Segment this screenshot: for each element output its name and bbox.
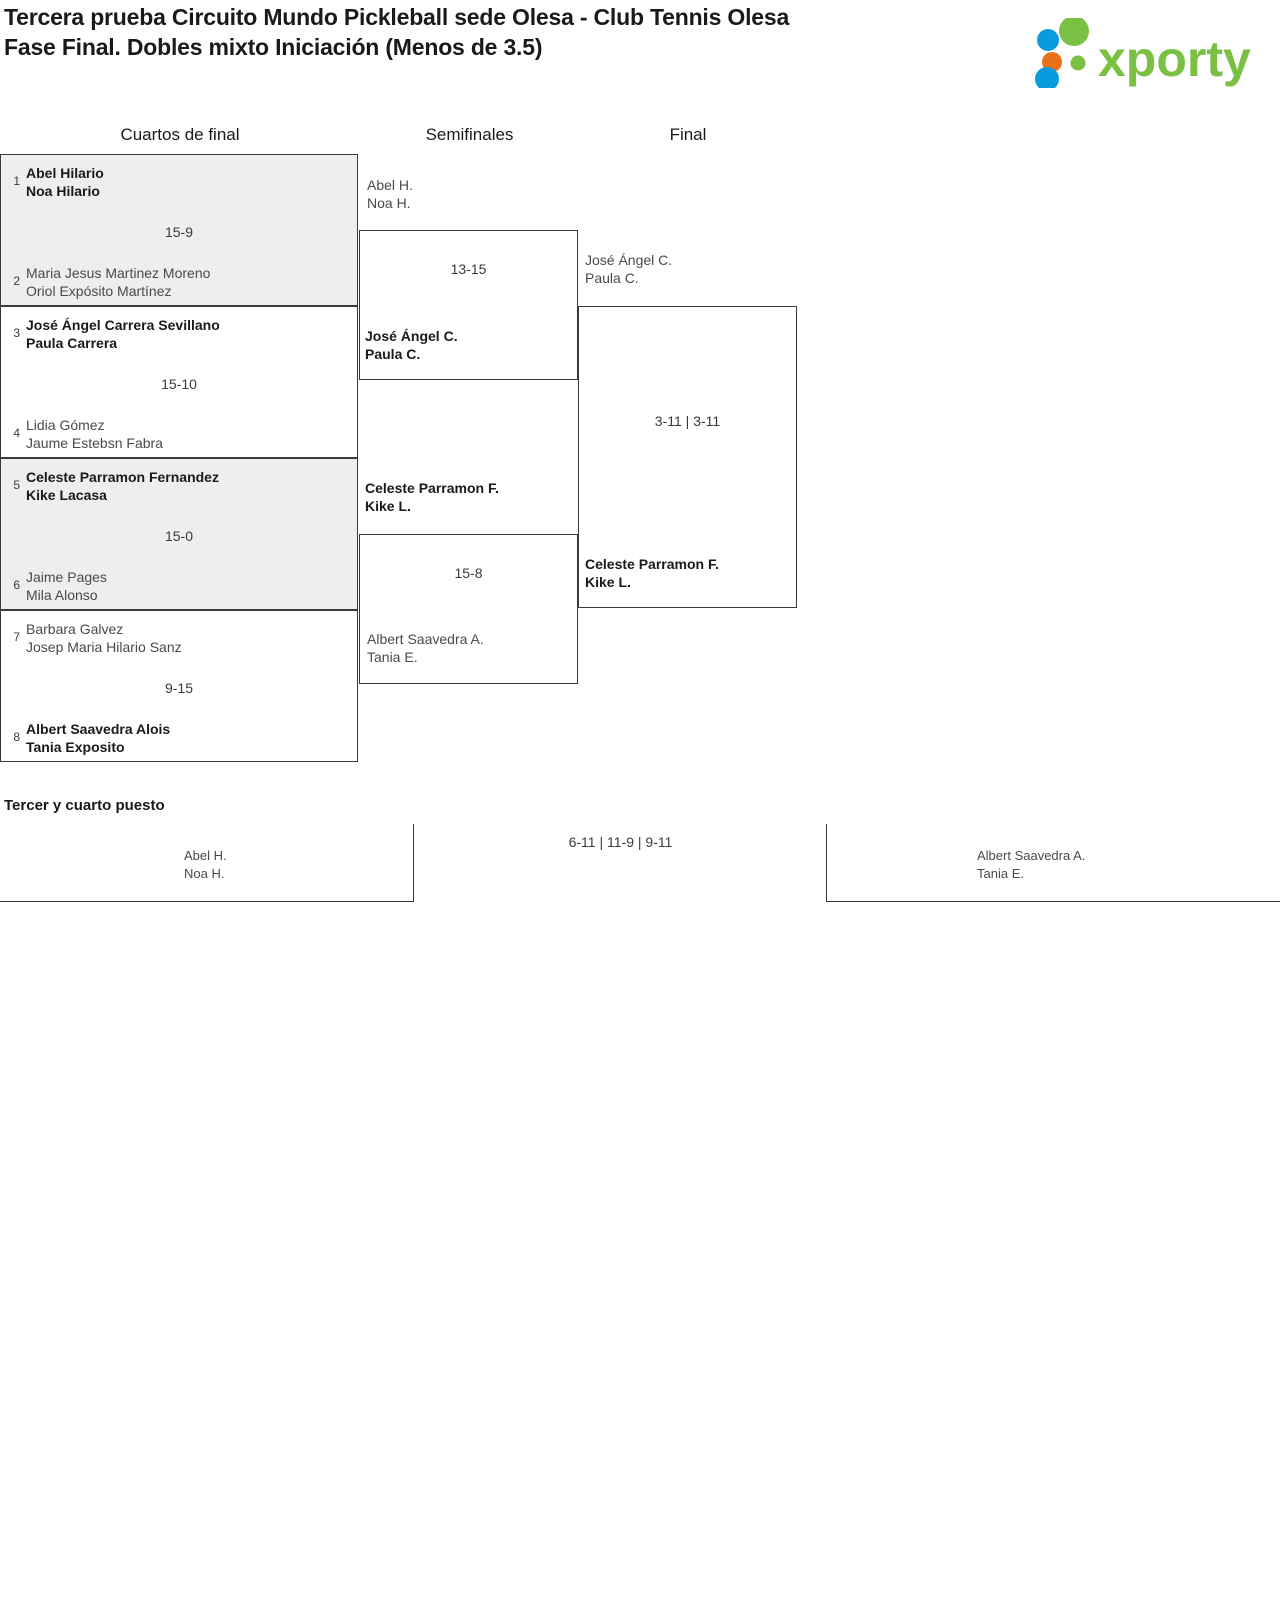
match-sf-2[interactable]	[359, 534, 578, 684]
svg-text:xporty: xporty	[1098, 31, 1251, 87]
round-header-final: Final	[669, 125, 707, 144]
team-qf4-top: Barbara Galvez Josep Maria Hilario Sanz	[26, 621, 182, 655]
seed-number: 3	[13, 326, 20, 340]
match-qf-2[interactable]	[0, 306, 358, 458]
seed-number: 4	[13, 426, 20, 440]
third-place-right-box[interactable]	[826, 824, 1280, 902]
team-final-bottom: Celeste Parramon F. Kike L.	[585, 556, 719, 590]
score-sf-1: 13-15	[450, 261, 487, 277]
seed-number: 2	[13, 274, 20, 288]
round-header-quarterfinals: Cuartos de final	[120, 125, 240, 144]
team-qf4-bottom: Albert Saavedra Alois Tania Exposito	[26, 721, 171, 755]
team-third-left: Abel H. Noa H.	[184, 848, 227, 881]
score-qf-3: 15-0	[164, 528, 194, 544]
page-title: Tercera prueba Circuito Mundo Pickleball…	[4, 2, 864, 62]
match-sf-1[interactable]	[359, 230, 578, 380]
team-sf1-bottom: José Ángel C. Paula C.	[365, 328, 458, 362]
score-qf-2: 15-10	[161, 376, 197, 392]
score-third-place: 6-11 | 11-9 | 9-11	[568, 834, 673, 850]
seed-number: 1	[13, 174, 20, 188]
round-header-semifinals: Semifinales	[425, 125, 514, 144]
logo-dots-icon	[1035, 18, 1089, 88]
match-qf-4[interactable]	[0, 610, 358, 762]
team-qf3-bottom: Jaime Pages Mila Alonso	[26, 569, 107, 603]
team-qf2-top: José Ángel Carrera Sevillano Paula Carre…	[26, 317, 220, 351]
match-final[interactable]	[578, 306, 797, 608]
score-sf-2: 15-8	[454, 565, 483, 581]
team-third-right: Albert Saavedra A. Tania E.	[977, 848, 1086, 881]
team-sf2-bottom: Albert Saavedra A. Tania E.	[367, 631, 484, 665]
team-qf1-bottom: Maria Jesus Martinez Moreno Oriol Expósi…	[26, 265, 211, 299]
team-qf3-top: Celeste Parramon Fernandez Kike Lacasa	[26, 469, 219, 503]
page-header: Tercera prueba Circuito Mundo Pickleball…	[0, 0, 1280, 110]
third-place-title: Tercer y cuarto puesto	[4, 797, 165, 814]
match-qf-1[interactable]	[0, 154, 358, 306]
score-qf-4: 9-15	[164, 680, 194, 696]
tournament-name: Tercera prueba Circuito Mundo Pickleball…	[4, 4, 790, 30]
match-qf-3[interactable]	[0, 458, 358, 610]
xporty-logo[interactable]: xporty	[1026, 18, 1258, 88]
score-qf-1: 15-9	[164, 224, 194, 240]
seed-number: 6	[13, 578, 20, 592]
score-final: 3-11 | 3-11	[654, 413, 721, 429]
third-place-left-box[interactable]	[0, 824, 414, 902]
seed-number: 8	[13, 730, 20, 744]
team-sf1-top: Abel H. Noa H.	[367, 177, 413, 211]
seed-number: 5	[13, 478, 20, 492]
team-qf2-bottom: Lidia Gómez Jaume Estebsn Fabra	[26, 417, 163, 451]
team-qf1-top: Abel Hilario Noa Hilario	[26, 165, 104, 199]
team-sf2-top: Celeste Parramon F. Kike L.	[365, 480, 499, 514]
tournament-phase: Fase Final. Dobles mixto Iniciación (Men…	[4, 34, 543, 60]
team-final-top: José Ángel C. Paula C.	[585, 252, 673, 286]
seed-number: 7	[13, 630, 20, 644]
